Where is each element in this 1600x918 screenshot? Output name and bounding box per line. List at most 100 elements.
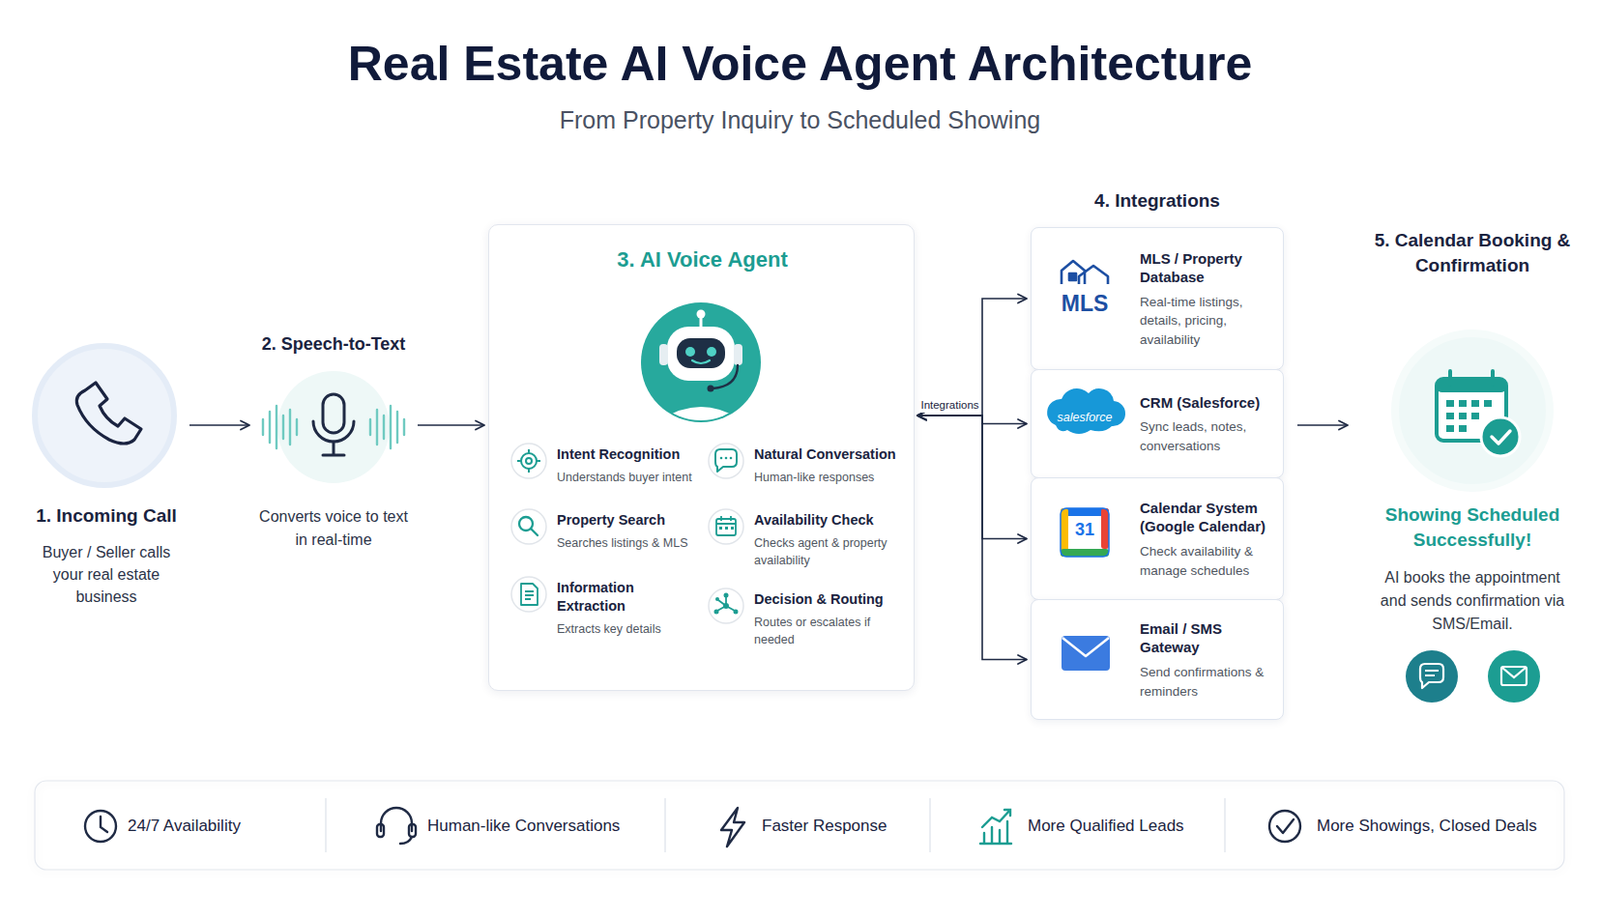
microphone-circle [376, 409, 379, 445]
node-body: Showing Scheduled Successfully! [1359, 502, 1586, 553]
microphone-circle [262, 371, 405, 484]
routing-icon [724, 593, 729, 599]
check-circle-icon [1277, 819, 1294, 834]
google-calendar-logo [1060, 508, 1109, 557]
logo-text-wrap: salesforce [1046, 409, 1124, 426]
connector-arrow [917, 415, 1027, 540]
robot-illustration [692, 360, 710, 364]
booking-calendar-illustration [1446, 400, 1492, 433]
node-body: Routes or escalates if needed [754, 613, 909, 649]
robot-illustration [706, 347, 717, 357]
benefit-band [1223, 798, 1226, 853]
text-column: MLS / Property DatabaseReal-time listing… [1139, 228, 1278, 371]
benefit-label-wrap: More Qualified Leads [1027, 815, 1222, 838]
text-column: Calendar System (Google Calendar) Check a… [1139, 478, 1278, 601]
google-calendar-logo [1060, 549, 1109, 557]
connector-arrow [1297, 424, 1348, 427]
routing-icon [708, 588, 744, 624]
headset-icon [400, 837, 412, 844]
node-heading-wrap: 5. Calendar Booking & Confirmation [1370, 228, 1574, 278]
node-heading: 3. AI Voice Agent [489, 246, 916, 275]
headset-icon [408, 824, 416, 838]
microphone-circle [282, 415, 285, 439]
robot-illustration [676, 338, 726, 369]
mls-logo [1061, 261, 1085, 285]
microphone-circle [261, 419, 264, 436]
booking-calendar-illustration [1436, 378, 1507, 441]
email-icon [1487, 650, 1541, 703]
node-body: Check availability & manage schedules [1139, 542, 1278, 581]
chat-icon [725, 457, 728, 461]
document-icon [524, 591, 534, 600]
node-heading: Availability Check [754, 511, 909, 530]
envelope-logo [1061, 636, 1110, 671]
node-heading: Intent Recognition [556, 445, 705, 465]
diagram-title: Real Estate AI Voice Agent Architecture [0, 34, 1600, 93]
envelope-logo [1061, 636, 1110, 671]
robot-illustration [640, 302, 761, 426]
phone-circle [34, 346, 175, 486]
document-icon [511, 577, 547, 612]
mls-logo [1069, 273, 1077, 281]
booking-calendar-illustration [1471, 400, 1480, 408]
search-icon [519, 517, 538, 536]
logo-text-wrap: MLS [1050, 290, 1119, 320]
calendar-check-icon [725, 526, 728, 530]
calendar-check-icon [730, 526, 734, 530]
benefit-label-wrap: Human-like Conversations [427, 815, 660, 838]
node-heading: Natural Conversation [754, 445, 909, 465]
node-heading: Decision & Routing [754, 590, 909, 610]
microphone-circle [322, 394, 345, 434]
benefit-label-wrap: More Showings, Closed Deals [1316, 815, 1559, 838]
benefit-band [34, 781, 1565, 871]
edge-label-wrap: Integrations [911, 395, 990, 413]
node-heading: Property Search [556, 511, 705, 530]
benefit-band [929, 798, 931, 853]
booking-calendar-illustration [1446, 425, 1455, 433]
microphone-circle [262, 406, 405, 449]
microphone-circle [389, 406, 392, 449]
booking-calendar-illustration [1458, 412, 1467, 420]
edge-label: Integrations [919, 399, 980, 413]
node-heading: 1. Incoming Call [27, 504, 186, 529]
node-body: Extracts key details [556, 620, 705, 639]
connector-arrow [917, 298, 1027, 416]
node-heading-wrap: 1. Incoming Call [27, 504, 186, 529]
document-icon [521, 583, 538, 606]
benefit-label: Faster Response [761, 815, 927, 838]
logo-text: salesforce [1046, 409, 1124, 426]
text-column: Intent RecognitionUnderstands buyer inte… [556, 445, 705, 487]
booking-calendar-illustration [1481, 417, 1520, 457]
check-circle-icon [1269, 811, 1301, 843]
feature-item: Decision & RoutingRoutes or escalates if… [703, 590, 909, 658]
sms-icon [1405, 650, 1458, 703]
node-heading: CRM (Salesforce) [1139, 393, 1278, 413]
incoming-call-node: 1. Incoming CallBuyer / Seller calls you… [27, 338, 186, 619]
clock-icon [85, 811, 117, 843]
node-heading: 5. Calendar Booking & Confirmation [1370, 228, 1574, 278]
chart-icon [984, 821, 1008, 844]
node-body-wrap: Showing Scheduled Successfully! [1359, 502, 1586, 553]
calendar-check-icon [708, 509, 744, 545]
robot-illustration [667, 326, 735, 381]
benefit-label: More Showings, Closed Deals [1316, 815, 1559, 838]
intent-icon [517, 449, 541, 473]
diagram-title-wrap: Real Estate AI Voice Agent Architecture [0, 34, 1600, 93]
check-circle-icon [1269, 811, 1301, 843]
node-body: Sync leads, notes, conversations [1139, 417, 1278, 456]
bolt-icon [721, 808, 745, 847]
routing-icon [714, 593, 739, 615]
integration-card: Email / SMS GatewaySend confirmations & … [1030, 599, 1284, 721]
booking-calendar-illustration [1450, 371, 1493, 385]
chat-icon [708, 443, 744, 479]
subtitle: From Property Inquiry to Scheduled Showi… [0, 104, 1600, 137]
microphone-circle [396, 411, 399, 443]
search-icon [530, 528, 538, 536]
chart-icon [982, 810, 1011, 828]
booking-calendar-illustration [1446, 400, 1455, 408]
connector-arrow [189, 424, 250, 427]
chat-icon [715, 449, 737, 472]
node-heading: Calendar System (Google Calendar) [1139, 498, 1278, 537]
text-column: Property SearchSearches listings & MLS [556, 511, 705, 553]
robot-illustration [697, 310, 706, 320]
